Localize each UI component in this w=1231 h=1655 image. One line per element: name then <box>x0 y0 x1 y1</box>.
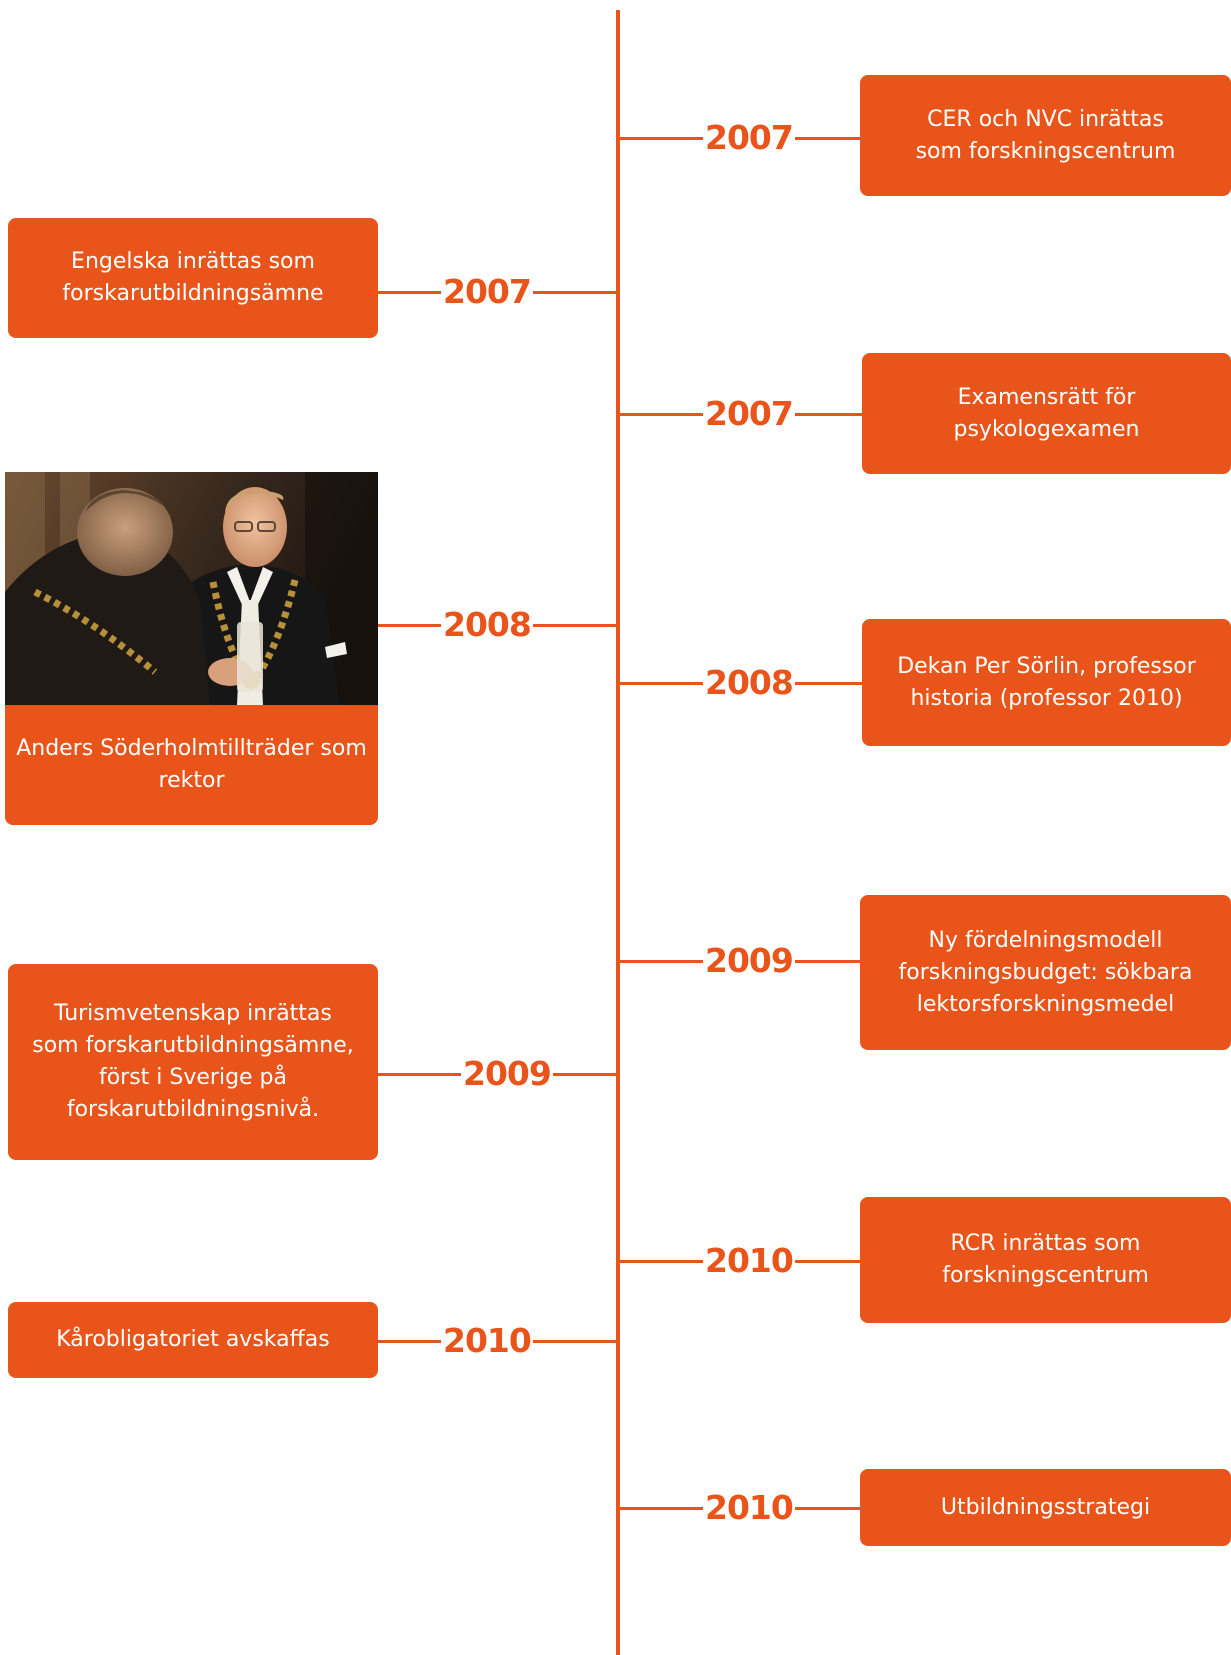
event-text-line: som forskarutbildningsämne, <box>32 1033 354 1058</box>
event-box: Dekan Per Sörlin, professor historia (pro… <box>862 619 1231 746</box>
year-label: 2009 <box>461 1054 553 1094</box>
timeline-axis <box>616 10 620 1655</box>
event-text-line: forskningscentrum <box>942 1263 1149 1288</box>
event-text-line: lektorsforskningsmedel <box>916 991 1175 1017</box>
year-label: 2007 <box>703 118 795 158</box>
event-text-line: Utbildningsstrategi <box>940 1494 1151 1520</box>
event-box: Ny fördelningsmodell forskningsbudget: sö… <box>860 895 1231 1050</box>
event-text-line: Engelska inrättas som <box>71 249 315 274</box>
event-box: Turismvetenskap inrättas som forskarutbil… <box>8 964 378 1160</box>
event-text-line: som forskningscentrum <box>915 138 1176 164</box>
event-box: Kårobligatoriet avskaffas <box>8 1302 378 1378</box>
event-text-line: först i Sverige på <box>98 1065 288 1090</box>
event-text-line: Examensrätt för <box>957 384 1136 410</box>
event-text-line: Ny fördelningsmodell <box>928 927 1163 953</box>
event-text-line: Dekan Per Sörlin, professor <box>897 653 1196 679</box>
event-text-line: forskarutbildningsnivå. <box>66 1097 320 1122</box>
event-text-line: tillträder som rektor <box>158 736 367 793</box>
year-label: 2008 <box>441 605 533 645</box>
year-label: 2007 <box>441 272 533 312</box>
event-text-line: psykologexamen <box>953 416 1140 442</box>
event-text-line: RCR inrättas som <box>950 1231 1141 1256</box>
portrait-photo <box>5 472 378 705</box>
photo-event-card: Anders Söderholmtillträder som rektor <box>5 472 378 825</box>
year-label: 2010 <box>703 1488 795 1528</box>
event-text-line: CER och NVC inrättas <box>927 106 1164 132</box>
event-box: Utbildningsstrategi <box>860 1469 1231 1546</box>
event-box: Engelska inrättas som forskarutbildningsä… <box>8 218 378 338</box>
event-box: CER och NVC inrättas som forskningscentru… <box>860 75 1231 196</box>
event-text: Anders Söderholmtillträder som rektor <box>5 705 378 825</box>
event-text-line: historia (professor 2010) <box>910 685 1183 711</box>
year-label: 2008 <box>703 663 795 703</box>
event-text-line: forskarutbildningsämne <box>62 281 324 306</box>
event-text-line: Turismvetenskap inrättas <box>54 1001 332 1026</box>
event-text-line: Anders Söderholm <box>16 736 219 761</box>
event-text-line: Kårobligatoriet avskaffas <box>56 1327 330 1352</box>
year-label: 2010 <box>703 1241 795 1281</box>
event-box: Examensrätt för psykologexamen <box>862 353 1231 474</box>
year-label: 2009 <box>703 941 795 981</box>
year-label: 2007 <box>703 394 795 434</box>
event-text-line: forskningsbudget: sökbara <box>898 959 1193 985</box>
event-box: RCR inrättas som forskningscentrum <box>860 1197 1231 1323</box>
year-label: 2010 <box>441 1321 533 1361</box>
